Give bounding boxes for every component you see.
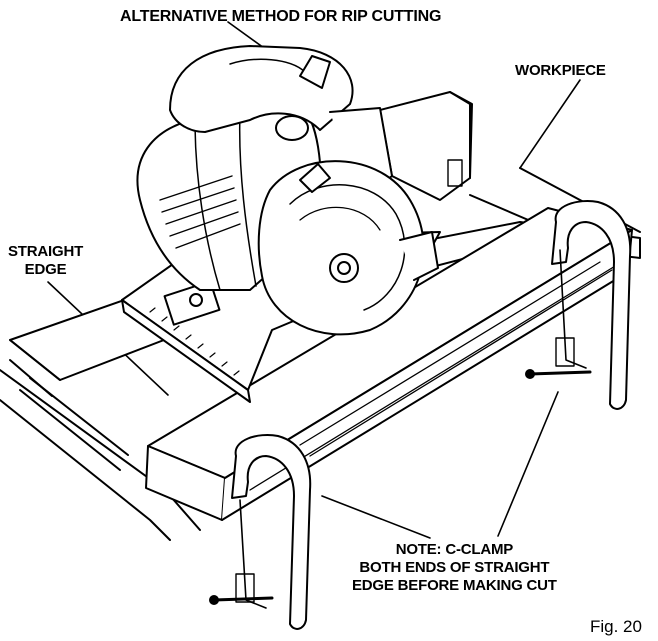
title-label: ALTERNATIVE METHOD FOR RIP CUTTING	[120, 8, 442, 25]
c-clamp-left	[210, 435, 310, 629]
workpiece-label: WORKPIECE	[515, 62, 606, 79]
note-label: NOTE: C-CLAMP BOTH ENDS OF STRAIGHT EDGE…	[352, 541, 557, 595]
saw-handle	[170, 46, 353, 140]
scale-marks	[150, 308, 239, 375]
figure-number: Fig. 20	[590, 617, 642, 636]
straight-edge-label: STRAIGHT EDGE	[8, 243, 83, 279]
note-line3: EDGE BEFORE MAKING CUT	[352, 577, 557, 594]
note-line2: BOTH ENDS OF STRAIGHT	[359, 559, 550, 576]
blade-guard	[259, 161, 438, 334]
straight-edge-label-line1: STRAIGHT	[8, 243, 84, 260]
workpiece-leader-line	[520, 80, 580, 168]
note-line1: NOTE: C-CLAMP	[395, 541, 514, 558]
straight-edge-rail	[146, 208, 632, 520]
note-leader-line-left	[322, 496, 430, 538]
note-leader-line-right	[498, 392, 558, 536]
c-clamp-right	[526, 201, 630, 409]
straight-edge-label-line2: EDGE	[24, 261, 67, 278]
